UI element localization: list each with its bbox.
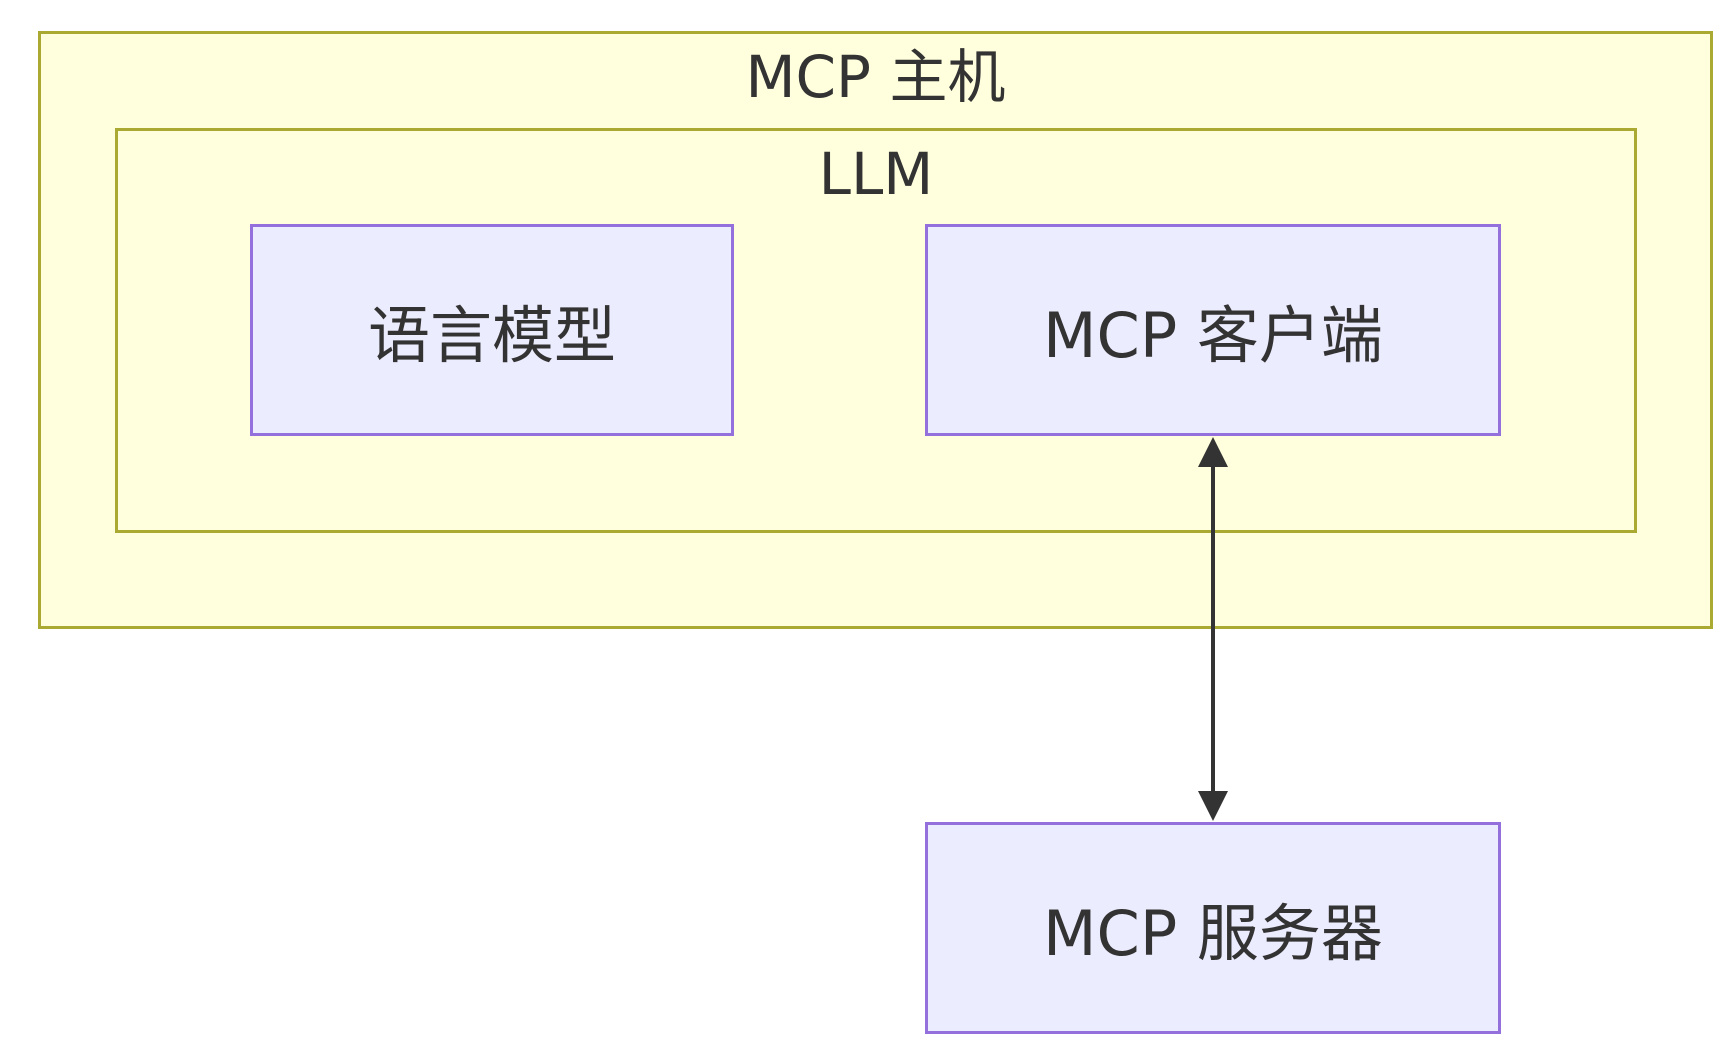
mcp-server-node: MCP 服务器 <box>925 822 1501 1034</box>
mcp-client-node: MCP 客户端 <box>925 224 1501 436</box>
mcp-host-label: MCP 主机 <box>745 43 1006 111</box>
llm-label: LLM <box>818 140 934 208</box>
mcp-client-label: MCP 客户端 <box>1043 299 1383 372</box>
language-model-node: 语言模型 <box>250 224 734 436</box>
language-model-label: 语言模型 <box>367 299 616 372</box>
arrowhead-down-icon <box>1198 791 1228 821</box>
mcp-server-label: MCP 服务器 <box>1043 897 1383 970</box>
